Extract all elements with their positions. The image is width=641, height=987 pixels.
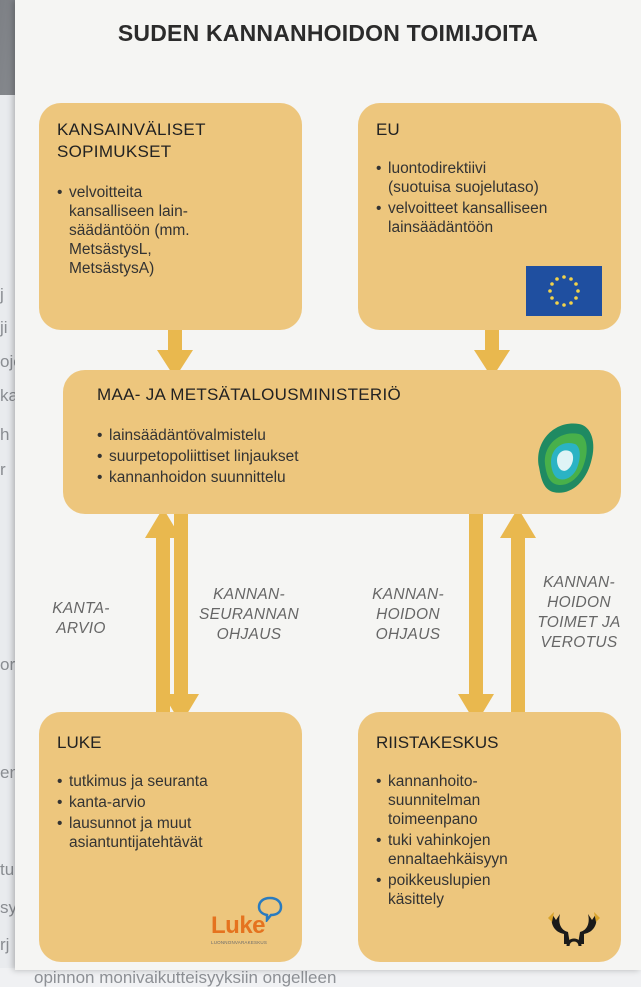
eu-flag-icon	[526, 266, 602, 316]
international-agreements-box: KANSAINVÄLISET SOPIMUKSET velvoitteita k…	[39, 103, 302, 330]
arrow-luke-to-ministry	[145, 508, 181, 720]
luke-logo-text: Luke	[211, 912, 266, 939]
list-item: suurpetopoliittiset linjaukset	[97, 447, 587, 466]
background-bottom-text: opinnon monivaikutteisyyksiin ongelleen	[0, 968, 641, 987]
arrow-ministry-to-riistakeskus	[458, 512, 494, 724]
antler-logo-icon	[548, 912, 600, 947]
riistakeskus-box: RIISTAKESKUS kannanhoito- suunnitelman t…	[358, 712, 621, 962]
list-item: poikkeuslupien käsittely	[376, 871, 603, 909]
label-kannanseurannan-ohjaus: KANNAN- SEURANNAN OHJAUS	[198, 586, 300, 643]
box-heading: RIISTAKESKUS	[376, 733, 499, 752]
background-text: or	[0, 655, 16, 674]
label-kannanhoidon-toimet: KANNAN- HOIDON TOIMET JA VEROTUS	[537, 574, 621, 651]
list-item: kanta-arvio	[57, 793, 284, 812]
diagram-title: SUDEN KANNANHOIDON TOIMIJOITA	[117, 20, 539, 46]
box-heading: LUKE	[57, 733, 102, 752]
list-item: luontodirektiivi (suotuisa suojelutaso)	[376, 159, 603, 197]
eu-box: EU luontodirektiivi (suotuisa suojelutas…	[358, 103, 621, 330]
list-item: tutkimus ja seuranta	[57, 772, 284, 791]
list-item: velvoitteita kansalliseen lain- säädäntö…	[57, 183, 284, 278]
arrow-ministry-to-luke	[163, 512, 199, 724]
background-text: ji	[0, 318, 8, 337]
background-text: sy	[0, 898, 17, 917]
list-item: tuki vahinkojen ennaltaehkäisyyn	[376, 831, 603, 869]
list-item: kannanhoidon suunnittelu	[97, 468, 587, 487]
box-heading: KANSAINVÄLISET SOPIMUKSET	[57, 120, 206, 161]
box-heading: EU	[376, 120, 400, 139]
luke-logo-subtext: LUONNONVARAKESKUS	[211, 940, 268, 945]
luke-box: LUKE tutkimus ja seuranta kanta-arvio la…	[39, 712, 302, 962]
background-text: r	[0, 460, 6, 479]
diagram-panel: SUDEN KANNANHOIDON TOIMIJOITA	[15, 0, 641, 970]
background-text: h	[0, 425, 10, 444]
label-kanta-arvio: KANTA- ARVIO	[52, 600, 110, 637]
arrow-riistakeskus-to-ministry	[500, 508, 536, 720]
ministry-logo-icon	[538, 423, 594, 493]
background-text: tu	[0, 860, 15, 879]
list-item: lainsäädäntövalmistelu	[97, 426, 587, 445]
background-text: en	[0, 763, 19, 782]
label-kannanhoidon-ohjaus: KANNAN- HOIDON OHJAUS	[372, 586, 444, 643]
box-heading: MAA- JA METSÄTALOUSMINISTERIÖ	[97, 385, 402, 404]
background-text: rj	[0, 935, 10, 954]
ministry-box: MAA- JA METSÄTALOUSMINISTERIÖ lainsäädän…	[63, 370, 621, 514]
background-text: ka	[0, 386, 18, 405]
background-text: j	[0, 285, 4, 304]
luke-logo: Luke LUONNONVARAKESKUS	[211, 896, 291, 948]
list-item: lausunnot ja muut asiantuntijatehtävät	[57, 814, 284, 852]
list-item: velvoitteet kansalliseen lainsäädäntöön	[376, 199, 603, 237]
luke-speech-bubble-icon	[257, 896, 283, 922]
list-item: kannanhoito- suunnitelman toimeenpano	[376, 772, 603, 829]
